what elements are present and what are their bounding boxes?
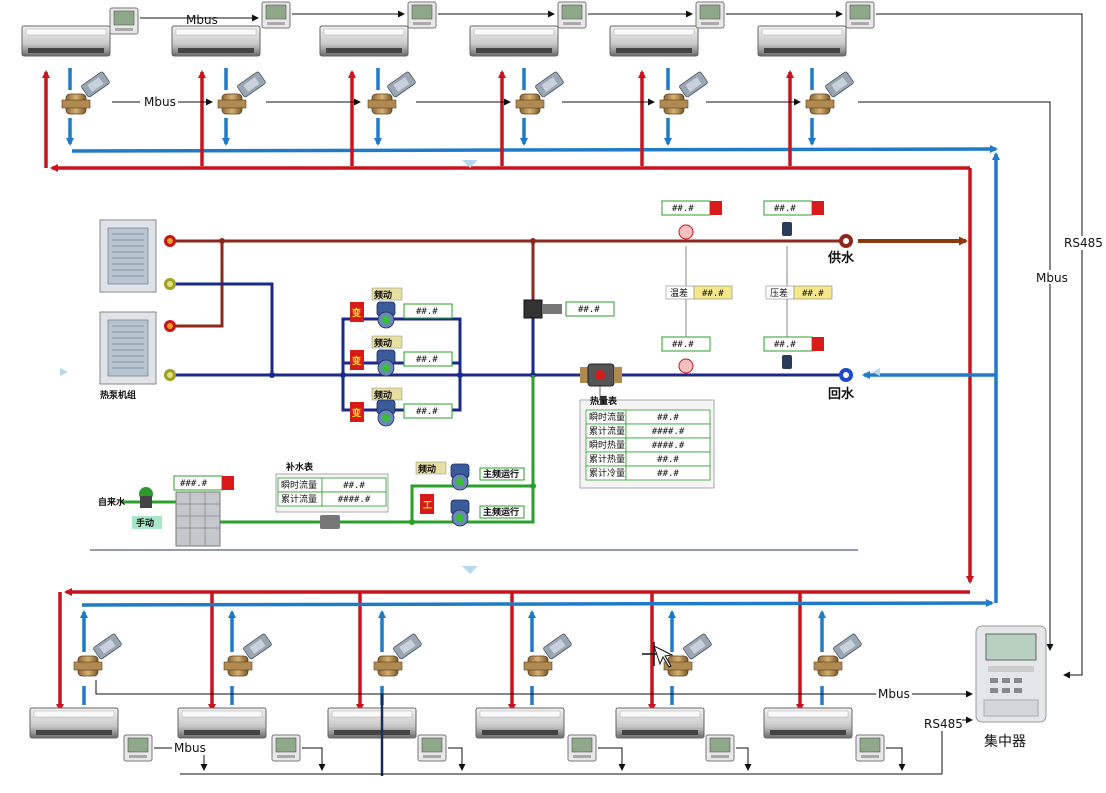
mbus-label-top: Mbus — [186, 13, 218, 27]
makeup-meter-row-value: ##.# — [343, 481, 365, 491]
pump-1-label: 频动 — [374, 289, 392, 301]
supply-temp-readout: ##.# — [672, 204, 694, 214]
heat-meter-row-name: 累计流量 — [589, 425, 625, 437]
pump-3-readout: ##.# — [416, 407, 438, 417]
makeup-meter-row-value-cell — [321, 491, 387, 507]
press-diff-label: 压差 — [770, 287, 788, 299]
return-label: 回水 — [828, 386, 855, 402]
heat-meter-panel: 热量表 瞬时流量 ##.# 累计流量 ####.# 瞬时热量 ####.# 累计热量 ##.#… — [579, 395, 715, 489]
heat-meter-row-value: ##.# — [657, 413, 679, 423]
pump-1-readout: ##.# — [416, 307, 438, 317]
pump-3-label: 频动 — [374, 389, 392, 401]
rs485-label-right: RS485 — [1064, 236, 1103, 250]
mbus-label-bottom: Mbus — [878, 687, 910, 701]
heat-meter-device — [580, 363, 622, 400]
plant-room: 热泵机组 供水 — [60, 160, 880, 574]
heat-meter-row-name: 累计热量 — [589, 453, 625, 465]
bypass-readout: ##.# — [578, 305, 600, 315]
right-trunk: RS485 Mbus — [858, 152, 1106, 600]
pump-group: 频动 变 ##.# 频动 变 ##.# 频动 变 ##.# — [350, 287, 453, 427]
cursor-icon — [642, 642, 674, 668]
run-status-2: 主频运行 — [483, 506, 519, 518]
tank-readout: ###.# — [180, 479, 208, 489]
mbus-label-right: Mbus — [1036, 271, 1068, 285]
heat-meter-row-value: ####.# — [652, 427, 685, 437]
makeup-meter-row-name: 累计流量 — [281, 493, 317, 505]
return-temp-readout: ##.# — [672, 340, 694, 350]
mbus-label-valves-top: Mbus — [144, 95, 176, 109]
bypass-valve: ##.# — [523, 299, 615, 319]
heat-meter-row-name: 瞬时热量 — [589, 439, 625, 451]
makeup-water-system: 自来水 手动 ###.# 补水表 瞬时流量 ##.# 累计流量 ####.# 频动 主… — [98, 375, 536, 547]
heat-meter-row-value: ##.# — [657, 455, 679, 465]
heat-pump-unit-2 — [99, 311, 157, 385]
supply-label: 供水 — [827, 250, 855, 266]
rs485-label-bottom: RS485 — [924, 717, 963, 731]
vfd-1-label: 变 — [352, 307, 361, 319]
supply-press-readout: ##.# — [774, 204, 796, 214]
heat-meter-row-value: ####.# — [652, 441, 685, 451]
makeup-pump-label: 频动 — [418, 463, 436, 475]
sensors: ##.# 温差 ##.# ##.# ##.# 压差 ##.# ##.# — [661, 200, 833, 374]
temp-diff-label: 温差 — [670, 287, 688, 299]
heat-meter-row-value: ##.# — [657, 469, 679, 479]
heat-meter-row-value-cell — [625, 465, 711, 481]
temp-diff-readout: ##.# — [702, 289, 724, 299]
heat-meter-row-name: 累计冷量 — [589, 467, 625, 479]
run-status-1: 主频运行 — [483, 468, 519, 480]
return-press-readout: ##.# — [774, 340, 796, 350]
manual-label: 手动 — [136, 517, 154, 529]
bottom-zone: Mbus Mbus RS485 — [29, 588, 1047, 776]
collector-label: 集中器 — [984, 733, 1026, 750]
makeup-meter-title: 补水表 — [285, 461, 314, 473]
pump-2-readout: ##.# — [416, 355, 438, 365]
heat-pump-label: 热泵机组 — [100, 389, 136, 401]
mbus-label-thermostats-bottom: Mbus — [174, 741, 206, 755]
vfd-3-label: 变 — [352, 407, 361, 419]
press-diff-readout: ##.# — [802, 289, 824, 299]
heat-pump-unit-1 — [99, 219, 157, 293]
heat-meter-title: 热量表 — [590, 395, 618, 407]
top-zone: Mbus Mbus — [21, 1, 1083, 679]
pump-2-label: 频动 — [374, 337, 392, 349]
vfd-2-label: 变 — [352, 355, 361, 367]
makeup-meter-row-value: ####.# — [338, 495, 371, 505]
data-collector — [975, 625, 1047, 723]
tap-water-label: 自来水 — [98, 496, 126, 508]
makeup-meter-row-name: 瞬时流量 — [281, 479, 317, 491]
heat-meter-row-name: 瞬时流量 — [589, 411, 625, 423]
work-label: 工 — [423, 500, 432, 511]
